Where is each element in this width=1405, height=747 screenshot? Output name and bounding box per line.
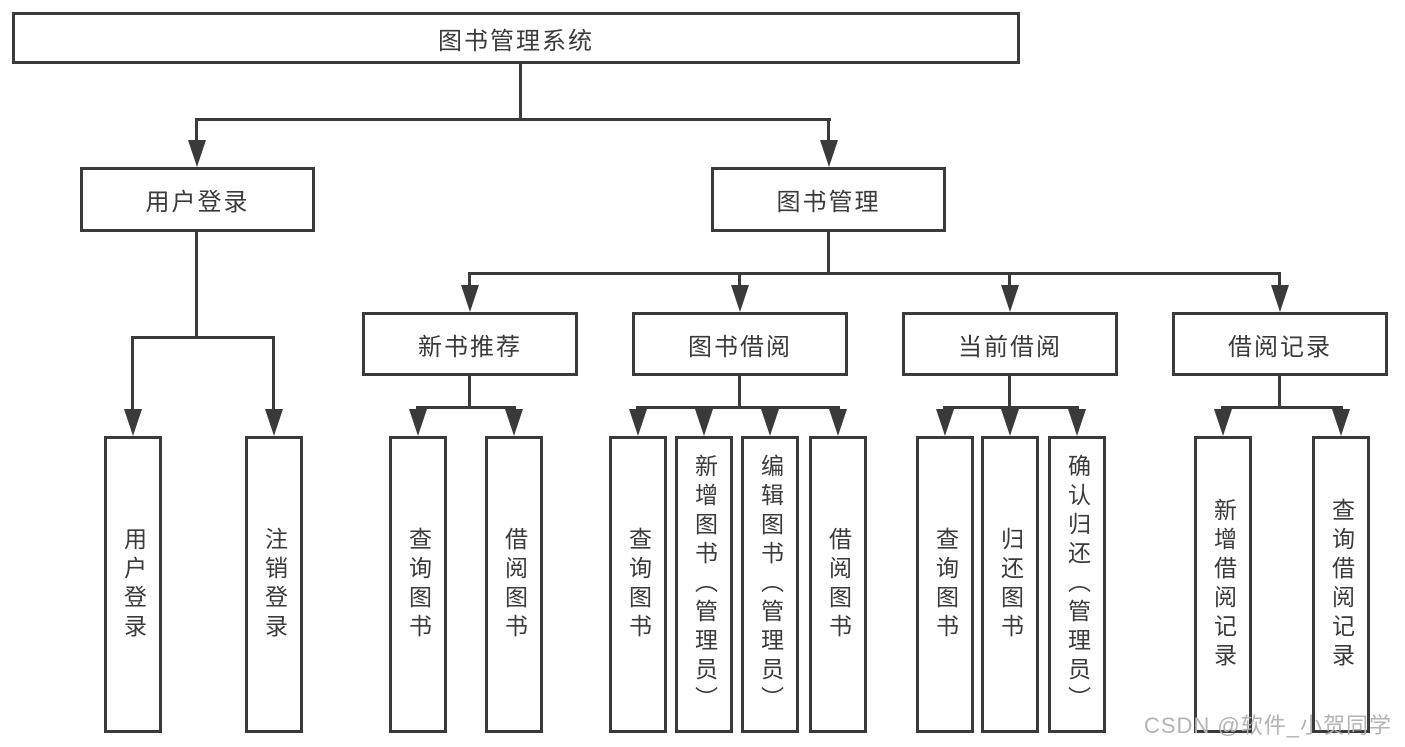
- arrowhead-borrow-records: [1271, 285, 1289, 312]
- leaf-label: 新增图书（管理员）: [691, 454, 718, 715]
- node-user-login: 用户登录: [80, 167, 315, 232]
- node-label: 图书管理系统: [438, 27, 594, 55]
- connector-root-vertical: [519, 63, 522, 119]
- arrowhead-br-query: [1332, 409, 1350, 436]
- connector-userlogin-horizontal: [131, 336, 275, 339]
- leaf-bb-query-books: 查询图书: [609, 436, 667, 733]
- connector-currentborrow-vertical: [1008, 376, 1011, 408]
- connector-currentborrow-horizontal: [943, 406, 1079, 409]
- node-book-borrow: 图书借阅: [632, 312, 848, 376]
- leaf-bb-edit-books-admin: 编辑图书（管理员）: [741, 436, 799, 733]
- leaf-cb-query-books: 查询图书: [916, 436, 974, 733]
- connector-borrowrecords-vertical: [1278, 376, 1281, 408]
- arrowhead-book-borrow: [731, 285, 749, 312]
- node-new-book-recommend: 新书推荐: [362, 312, 578, 376]
- csdn-watermark: CSDN @软件_小贺同学: [1143, 713, 1392, 738]
- arrowhead-cb-query: [936, 409, 954, 436]
- connector-bookborrow-horizontal: [636, 406, 840, 409]
- node-label: 图书管理: [776, 189, 881, 216]
- leaf-label: 借阅图书: [825, 526, 852, 643]
- arrowhead-leaf-logout: [265, 409, 283, 436]
- connector-drop-book-borrow: [738, 272, 741, 288]
- leaf-newbook-borrow-books: 借阅图书: [485, 436, 543, 733]
- arrowhead-cb-confirm: [1068, 409, 1086, 436]
- connector-drop-book-mgmt: [827, 118, 830, 144]
- leaf-cb-return-books: 归还图书: [981, 436, 1039, 733]
- arrowhead-new-book: [461, 285, 479, 312]
- connector-drop-borrow-records: [1278, 272, 1281, 288]
- connector-bookmgmt-vertical: [827, 232, 830, 274]
- connector-drop-current-borrow: [1008, 272, 1011, 288]
- leaf-br-add-record: 新增借阅记录: [1194, 436, 1252, 733]
- node-label: 借阅记录: [1228, 333, 1332, 361]
- arrowhead-cb-return: [1001, 409, 1019, 436]
- connector-drop-leaf-login: [131, 336, 134, 414]
- connector-drop-new-book: [468, 272, 471, 288]
- connector-drop-leaf-logout: [272, 336, 275, 414]
- node-borrow-records: 借阅记录: [1172, 312, 1388, 376]
- leaf-label: 归还图书: [997, 526, 1024, 643]
- node-label: 图书借阅: [688, 333, 792, 361]
- arrowhead-user-login: [188, 140, 206, 167]
- node-label: 新书推荐: [418, 333, 522, 361]
- connector-bookmgmt-horizontal: [468, 272, 1281, 275]
- arrowhead-bb-edit: [761, 409, 779, 436]
- leaf-label: 新增借阅记录: [1210, 497, 1237, 672]
- leaf-cb-confirm-return-admin: 确认归还（管理员）: [1048, 436, 1106, 733]
- arrowhead-br-add: [1214, 409, 1232, 436]
- leaf-label: 查询图书: [932, 526, 959, 643]
- arrowhead-bb-borrow: [829, 409, 847, 436]
- connector-level1-horizontal: [195, 118, 831, 121]
- leaf-label: 查询图书: [625, 526, 652, 643]
- arrowhead-newbook-query: [409, 409, 427, 436]
- node-label: 用户登录: [145, 189, 250, 216]
- leaf-label: 借阅图书: [501, 526, 528, 643]
- leaf-bb-add-books-admin: 新增图书（管理员）: [675, 436, 733, 733]
- leaf-label: 确认归还（管理员）: [1064, 454, 1091, 715]
- leaf-label: 查询借阅记录: [1328, 497, 1355, 672]
- leaf-user-login: 用户登录: [104, 436, 162, 733]
- node-current-borrow: 当前借阅: [902, 312, 1118, 376]
- leaf-bb-borrow-books: 借阅图书: [809, 436, 867, 733]
- leaf-label: 注销登录: [261, 526, 288, 643]
- arrowhead-book-mgmt: [820, 140, 838, 167]
- connector-bookborrow-vertical: [738, 376, 741, 408]
- arrowhead-leaf-login: [124, 409, 142, 436]
- arrowhead-bb-add: [695, 409, 713, 436]
- arrowhead-bb-query: [629, 409, 647, 436]
- arrowhead-current-borrow: [1001, 285, 1019, 312]
- connector-borrowrecords-horizontal: [1221, 406, 1343, 409]
- leaf-label: 编辑图书（管理员）: [757, 454, 784, 715]
- connector-userlogin-vertical: [195, 232, 198, 338]
- leaf-label: 查询图书: [405, 526, 432, 643]
- leaf-label: 用户登录: [120, 526, 147, 643]
- leaf-br-query-record: 查询借阅记录: [1312, 436, 1370, 733]
- connector-newbook-vertical: [468, 376, 471, 408]
- connector-drop-user-login: [195, 118, 198, 144]
- node-book-management: 图书管理: [711, 167, 946, 232]
- leaf-newbook-query-books: 查询图书: [389, 436, 447, 733]
- leaf-logout: 注销登录: [245, 436, 303, 733]
- connector-newbook-horizontal: [416, 406, 516, 409]
- node-label: 当前借阅: [958, 333, 1062, 361]
- node-library-management-system: 图书管理系统: [12, 12, 1020, 64]
- arrowhead-newbook-borrow: [505, 409, 523, 436]
